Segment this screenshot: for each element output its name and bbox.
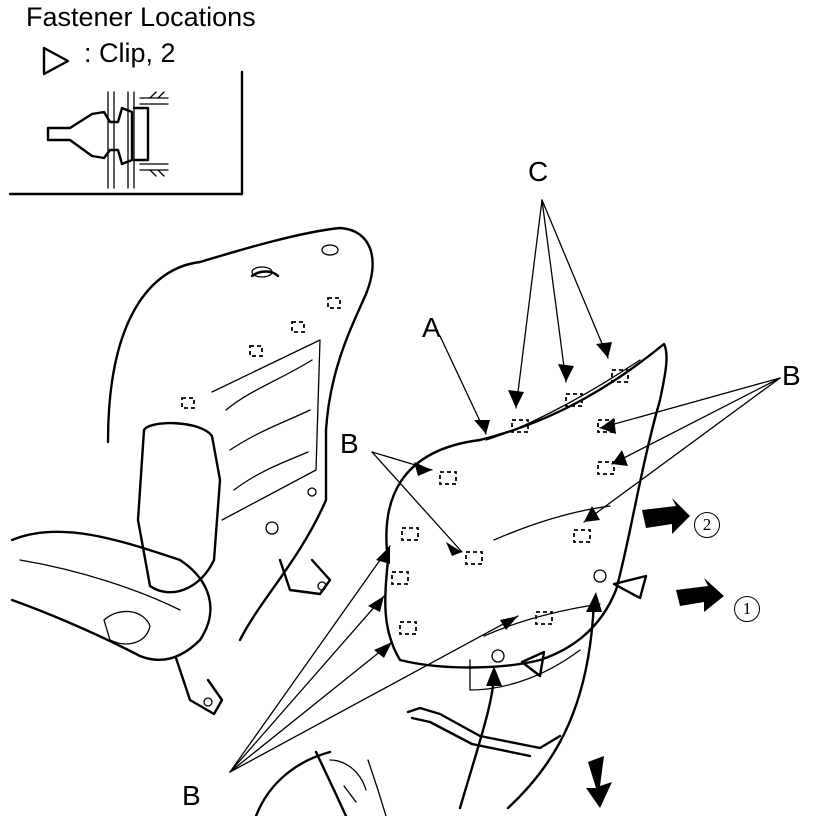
callout-b-bottom: B xyxy=(182,780,201,811)
callout-c: C xyxy=(528,156,549,187)
seat-back-panel xyxy=(384,342,668,758)
legend-box xyxy=(8,46,244,196)
leader-lines xyxy=(229,199,781,773)
seat-body xyxy=(10,226,374,716)
arrowheads xyxy=(368,342,628,658)
clip-triangle-icon xyxy=(612,574,648,600)
callout-b-left: B xyxy=(340,428,359,459)
step-2-badge: 2 xyxy=(694,512,720,538)
callout-a: A xyxy=(422,312,441,343)
clip-triangle-icon xyxy=(520,650,546,678)
removal-arrow-icon xyxy=(676,578,724,612)
removal-arrow-icon xyxy=(642,498,690,534)
clip-detail xyxy=(46,91,169,189)
removal-arrow-icon xyxy=(586,756,612,808)
clip-triangle-icon xyxy=(42,46,70,76)
clip-legend-text: : Clip, 2 xyxy=(84,38,176,68)
release-arrows xyxy=(458,592,602,810)
bottom-detail xyxy=(254,750,387,816)
legend-title: Fastener Locations xyxy=(26,2,256,32)
callout-b-right: B xyxy=(782,360,801,391)
step-1-badge: 1 xyxy=(734,596,760,622)
